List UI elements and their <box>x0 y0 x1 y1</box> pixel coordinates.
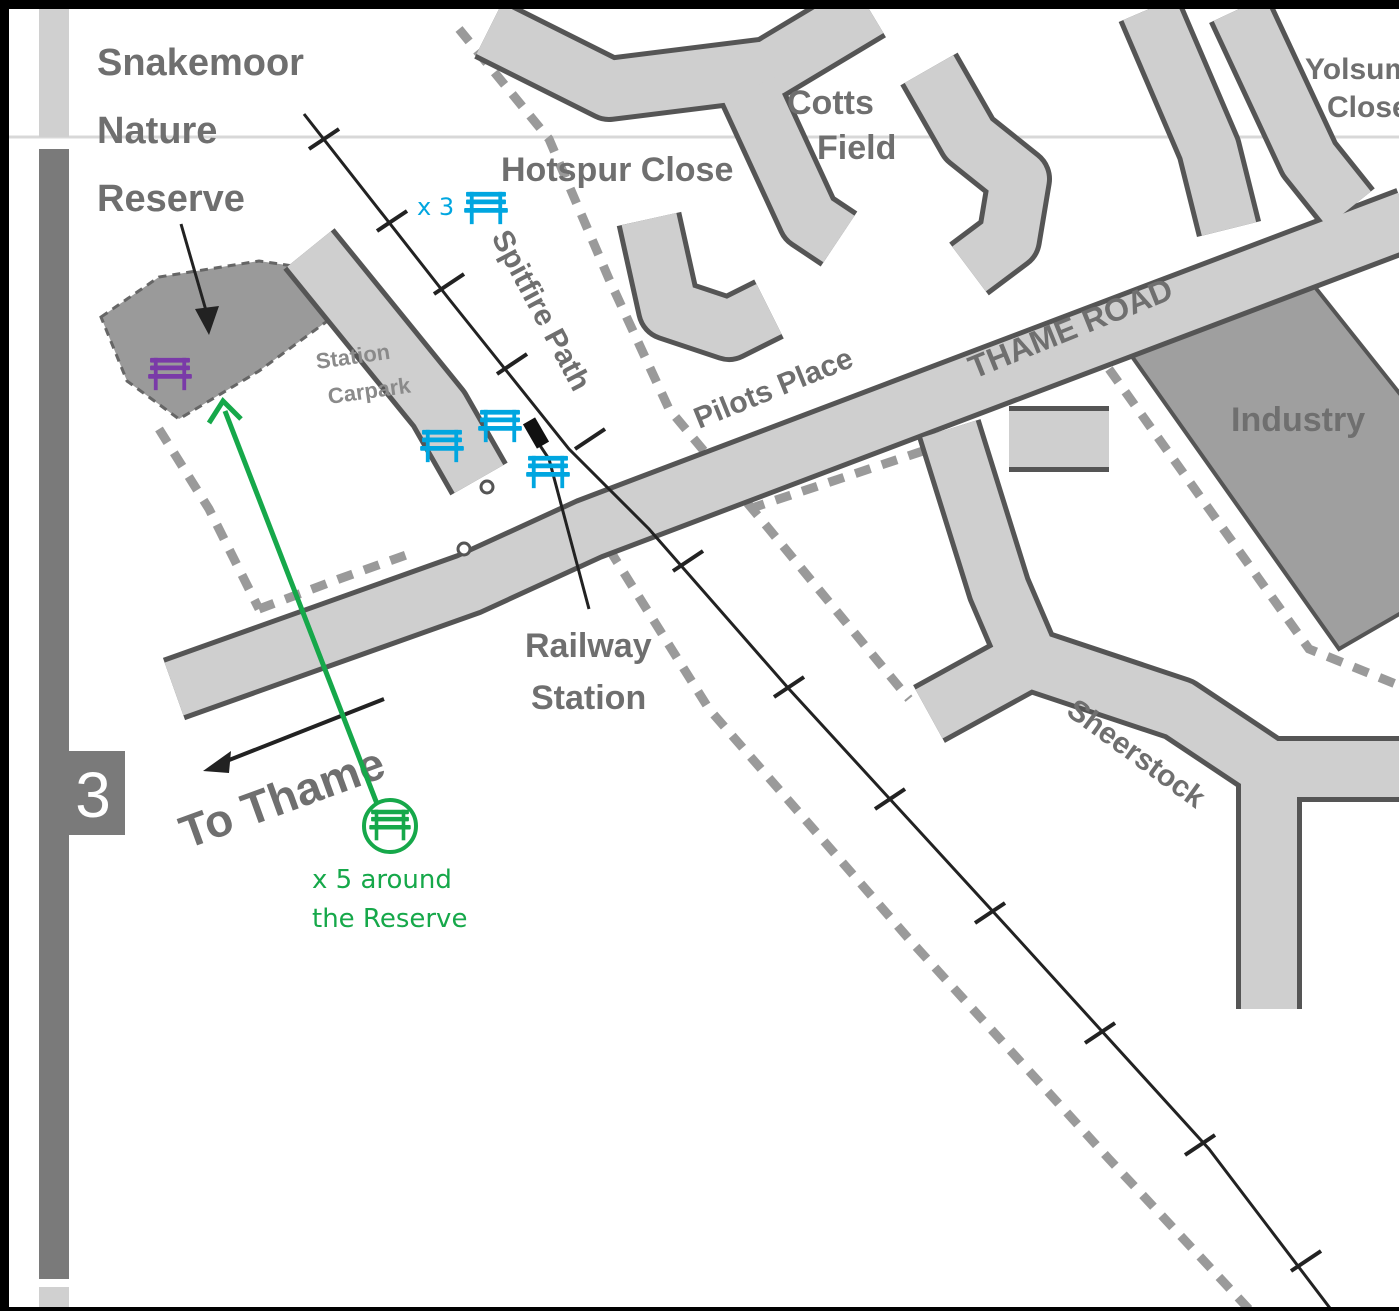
arrow-icon <box>203 751 231 773</box>
green-pointer-line <box>222 410 382 810</box>
roads <box>162 9 1399 1009</box>
reserve-label-line-3: Reserve <box>97 178 245 220</box>
bench-icon <box>464 191 508 225</box>
railway-station-label-1: Railway <box>525 627 652 665</box>
railway-station-label-2: Station <box>531 679 646 717</box>
hotspur-close-label: Hotspur Close <box>501 151 733 189</box>
industry-label: Industry <box>1231 401 1365 439</box>
arrow-icon <box>206 397 243 425</box>
reserve-label-line-1: Snakemoor <box>97 42 304 84</box>
cotts-field-label-2: Field <box>817 129 896 167</box>
yolsum-close-label-2: Close <box>1327 91 1399 124</box>
reserve-label-line-2: Nature <box>97 110 217 152</box>
margin-bar-top <box>39 9 69 137</box>
arrow-icon <box>195 306 219 335</box>
reserve-pointer-arrow <box>179 223 209 315</box>
to-thame-arrow <box>218 697 385 766</box>
blue-bench-count: x 3 <box>417 193 454 221</box>
cotts-field-label-1: Cotts <box>787 84 874 122</box>
green-note-line-2: the Reserve <box>312 904 467 934</box>
footpaths <box>155 26 1399 1307</box>
margin-bar-bottom <box>39 1287 69 1307</box>
bench-icon <box>478 409 522 443</box>
reserve-label: Snakemoor Nature Reserve <box>97 42 304 220</box>
grid-number-box <box>61 751 125 835</box>
margin-bar <box>39 149 69 1279</box>
map-canvas: 3 <box>9 9 1399 1307</box>
yolsum-close-label-1: Yolsum <box>1305 53 1399 86</box>
green-note-line-1: x 5 around <box>312 865 452 895</box>
grid-number: 3 <box>75 759 111 831</box>
